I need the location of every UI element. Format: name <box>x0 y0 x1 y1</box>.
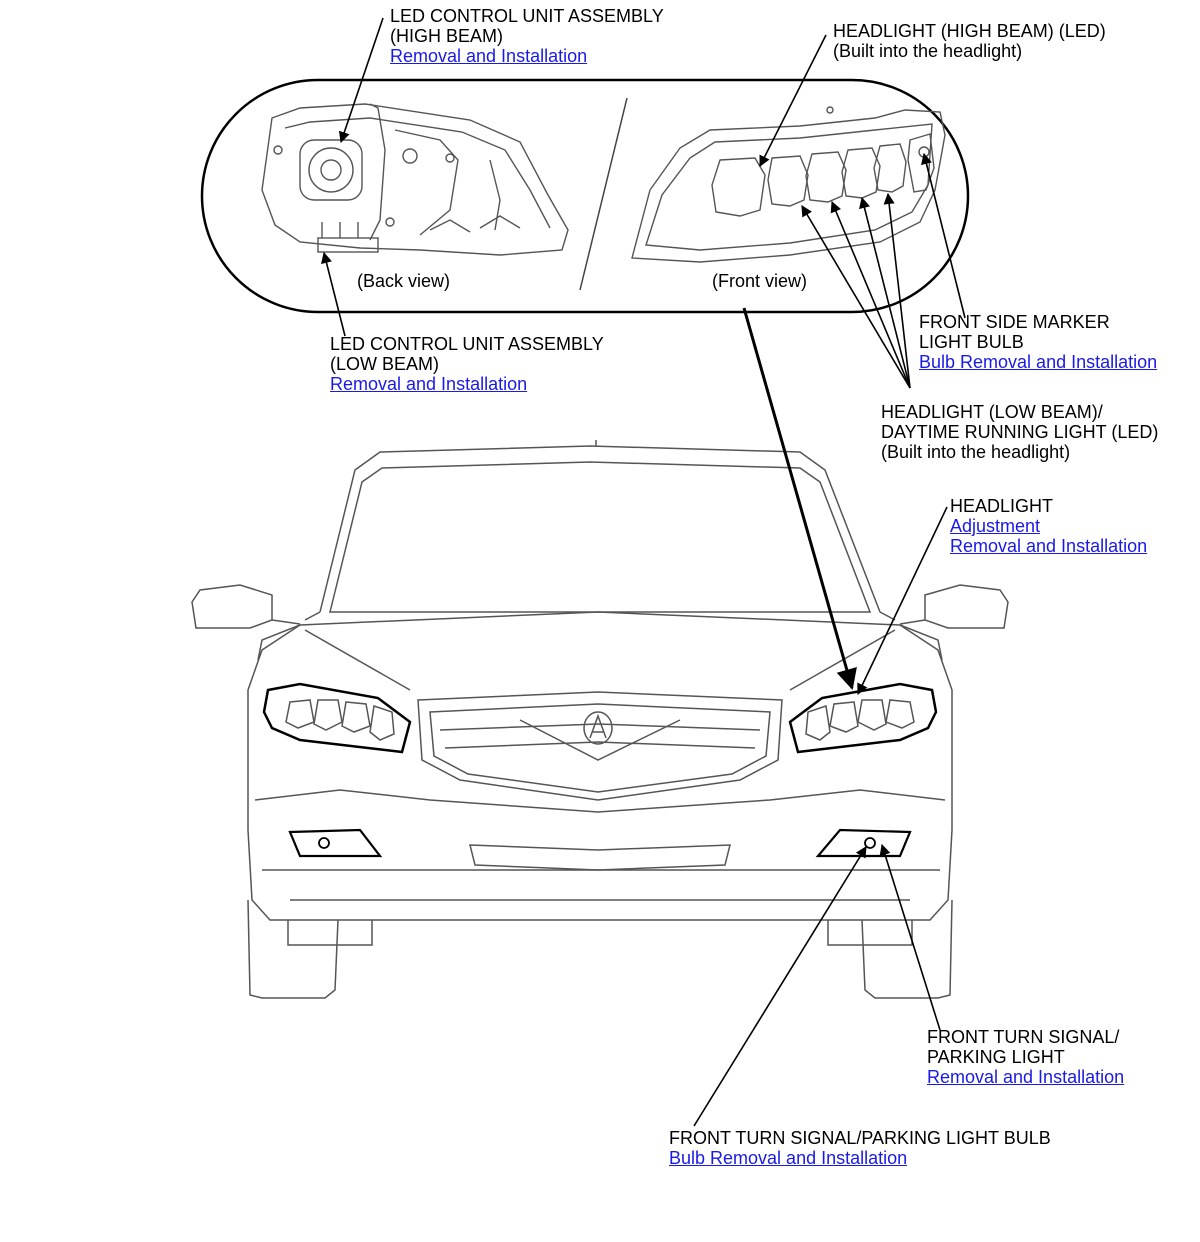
headlight-adjustment-link[interactable]: Adjustment <box>950 516 1041 536</box>
callout-text: HEADLIGHT (HIGH BEAM) (LED) <box>833 21 1106 41</box>
leader-turn-signal <box>879 843 941 1031</box>
callout-text: FRONT SIDE MARKER <box>919 312 1110 332</box>
callout-text: FRONT TURN SIGNAL/ <box>927 1027 1120 1047</box>
callout-text: (Built into the headlight) <box>833 41 1023 61</box>
front-view-label: (Front view) <box>712 271 808 291</box>
callout-turn-signal-bulb: FRONT TURN SIGNAL/PARKING LIGHT BULB Bul… <box>669 1128 1051 1168</box>
callout-led-control-low: LED CONTROL UNIT ASSEMBLY (LOW BEAM) Rem… <box>330 334 604 394</box>
leader-drl-2 <box>830 200 911 389</box>
inset-divider <box>579 97 628 291</box>
callout-text: LED CONTROL UNIT ASSEMBLY <box>390 6 664 26</box>
callout-text: HEADLIGHT <box>950 496 1054 516</box>
callout-turn-signal: FRONT TURN SIGNAL/ PARKING LIGHT Removal… <box>927 1027 1124 1087</box>
callout-low-beam-drl: HEADLIGHT (LOW BEAM)/ DAYTIME RUNNING LI… <box>881 402 1158 462</box>
callout-text: (Built into the headlight) <box>881 442 1071 462</box>
callout-text: HEADLIGHT (LOW BEAM)/ <box>881 402 1103 422</box>
callout-headlight-high-led: HEADLIGHT (HIGH BEAM) (LED) (Built into … <box>833 21 1106 61</box>
led-high-removal-link[interactable]: Removal and Installation <box>390 46 588 66</box>
headlight-removal-link[interactable]: Removal and Installation <box>950 536 1148 556</box>
callout-text: (LOW BEAM) <box>330 354 440 374</box>
leader-drl-3 <box>859 196 911 389</box>
callout-text: FRONT TURN SIGNAL/PARKING LIGHT BULB <box>669 1128 1051 1148</box>
headlight-front-view <box>631 106 946 263</box>
leader-lines <box>321 17 966 1127</box>
headlight-back-view <box>261 103 569 256</box>
callout-text: LED CONTROL UNIT ASSEMBLY <box>330 334 604 354</box>
callout-led-control-high: LED CONTROL UNIT ASSEMBLY (HIGH BEAM) Re… <box>390 6 664 66</box>
car-front-view <box>191 440 1009 999</box>
connector-inset-to-car <box>742 307 857 691</box>
callout-side-marker: FRONT SIDE MARKER LIGHT BULB Bulb Remova… <box>919 312 1157 372</box>
led-low-removal-link[interactable]: Removal and Installation <box>330 374 528 394</box>
callout-text: LIGHT BULB <box>919 332 1024 352</box>
back-view-label: (Back view) <box>357 271 451 291</box>
callout-text: PARKING LIGHT <box>927 1047 1065 1067</box>
turn-signal-bulb-link[interactable]: Bulb Removal and Installation <box>669 1148 908 1168</box>
leader-led-high <box>338 17 384 144</box>
leader-led-low <box>321 251 346 337</box>
callout-text: (HIGH BEAM) <box>390 26 504 46</box>
inset-frame <box>200 78 970 314</box>
callout-headlight: HEADLIGHT Adjustment Removal and Install… <box>950 496 1147 556</box>
leader-headlight <box>857 506 948 696</box>
leader-headlight-high <box>759 34 827 168</box>
leader-turn-bulb <box>693 846 867 1127</box>
turn-signal-removal-link[interactable]: Removal and Installation <box>927 1067 1125 1087</box>
side-marker-bulb-link[interactable]: Bulb Removal and Installation <box>919 352 1158 372</box>
leader-side-marker <box>921 152 966 319</box>
callout-text: DAYTIME RUNNING LIGHT (LED) <box>881 422 1159 442</box>
leader-drl-4 <box>883 192 911 389</box>
leader-drl-1 <box>801 205 911 389</box>
